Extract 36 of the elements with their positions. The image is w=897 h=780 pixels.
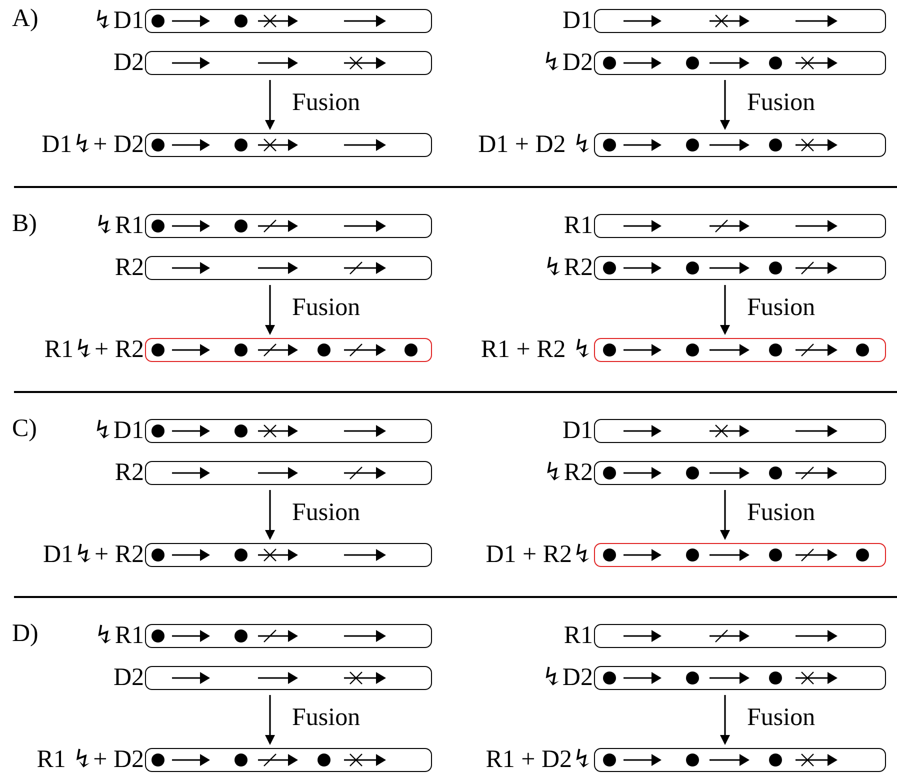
- arrow: [720, 80, 730, 130]
- arrow: [720, 695, 730, 745]
- arrow: [265, 490, 275, 540]
- strand-label: R1: [564, 623, 593, 649]
- strand-label: R1 ↯+ D2: [36, 747, 144, 773]
- strand-label: D1: [562, 418, 593, 444]
- arrow: [265, 695, 275, 745]
- panel-label: A): [12, 6, 38, 32]
- strand-label: ↯R2: [542, 460, 593, 486]
- strand-label: ↯R2: [542, 255, 593, 281]
- strand-label: D1↯+ R2: [42, 542, 144, 568]
- strand-label: ↯R1: [94, 213, 144, 239]
- strand-label: ↯R1: [94, 623, 144, 649]
- strand-label: D2: [113, 665, 144, 691]
- strand-label: R2: [114, 460, 144, 486]
- strand-label: D1: [562, 8, 593, 34]
- strand-label: D1 + D2 ↯: [478, 132, 593, 158]
- strand-label: R1↯+ R2: [44, 337, 144, 363]
- arrow: [720, 285, 730, 335]
- strand-label: D1 + R2↯: [486, 542, 593, 568]
- strand-label: R1: [564, 213, 593, 239]
- strand-label: ↯D2: [541, 665, 593, 691]
- panel-label: C): [12, 416, 37, 442]
- strand-label: R1 + R2 ↯: [480, 337, 593, 363]
- arrow: [265, 80, 275, 130]
- strand-label: D2: [113, 50, 144, 76]
- strand-label: ↯D2: [541, 50, 593, 76]
- strand-label: R1 + D2↯: [486, 747, 593, 773]
- panel-label: D): [12, 621, 38, 647]
- arrow: [720, 490, 730, 540]
- panel-label: B): [12, 211, 37, 237]
- strand-label: R2: [114, 255, 144, 281]
- strand-label: D1↯+ D2: [42, 132, 144, 158]
- strand-label: ↯D1: [92, 418, 144, 444]
- arrow: [265, 285, 275, 335]
- strand-label: ↯D1: [92, 8, 144, 34]
